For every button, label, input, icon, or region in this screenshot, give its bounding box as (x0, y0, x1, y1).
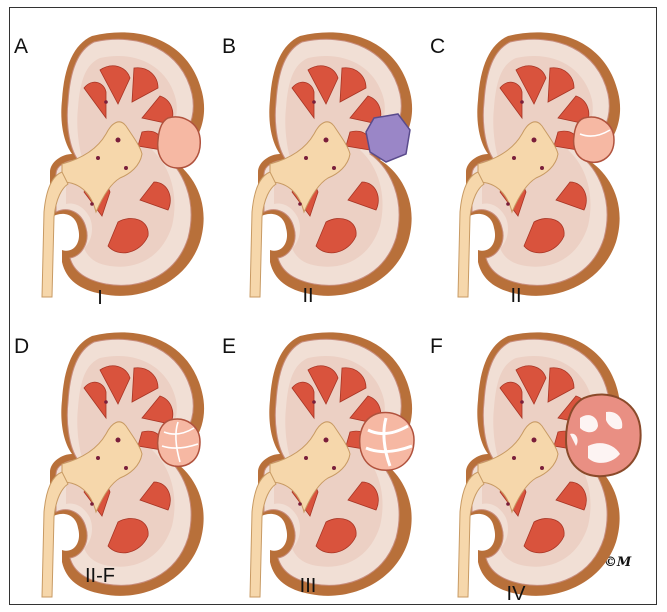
panel-letter: C (430, 36, 445, 57)
bosniak-grade-label: II (476, 286, 556, 306)
bosniak-grade-label: IV (476, 584, 556, 604)
bosniak-grade-label: II-F (60, 566, 140, 586)
kidney-illustration (230, 322, 442, 612)
panel-letter: E (222, 336, 236, 357)
panel-f (438, 322, 650, 612)
panel-e (230, 322, 442, 612)
bosniak-grade-label: II (268, 286, 348, 306)
renal-lesion (158, 117, 201, 168)
panel-c (438, 22, 650, 312)
panel-letter: F (430, 336, 443, 357)
renal-lesion (360, 412, 414, 470)
septated-cyst (574, 117, 614, 162)
renal-lesion (566, 394, 641, 476)
panel-b (230, 22, 442, 312)
panel-letter: A (14, 36, 28, 57)
simple-cyst (158, 117, 201, 168)
solid-mass (566, 394, 641, 476)
panel-letter: B (222, 36, 236, 57)
kidney-illustration (22, 22, 234, 312)
bosniak-grade-label: I (60, 288, 140, 308)
kidney-illustration (438, 322, 650, 612)
kidney-illustration (230, 22, 442, 312)
panel-letter: D (14, 336, 29, 357)
panel-a (22, 22, 234, 312)
thick-walled-cyst (360, 412, 414, 470)
renal-lesion (574, 117, 614, 162)
renal-lesion (158, 419, 200, 466)
kidney-illustration (438, 22, 650, 312)
bosniak-grade-label: III (268, 576, 348, 596)
